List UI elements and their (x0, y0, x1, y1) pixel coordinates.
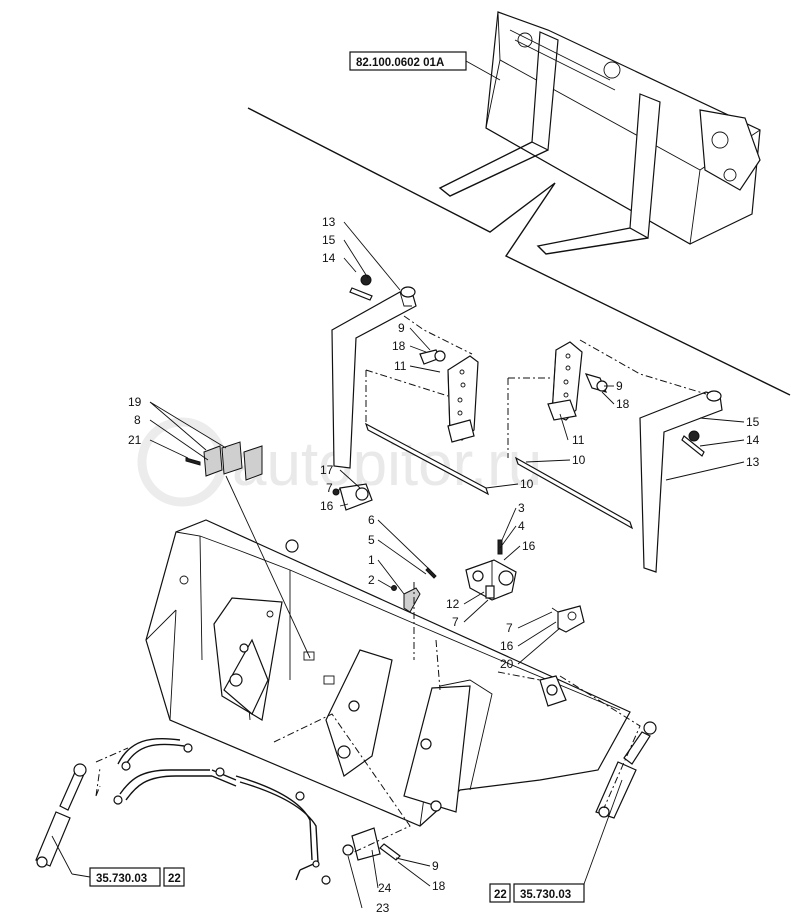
left-reference-text: 35.730.03 (96, 873, 147, 885)
callout-11b: 11 (572, 433, 585, 447)
callout-24: 24 (378, 881, 392, 895)
callout-13b: 13 (746, 455, 760, 469)
wear-pads (185, 441, 263, 481)
latch-right (551, 605, 585, 633)
callout-14a: 14 (322, 251, 336, 265)
callout-21: 21 (128, 433, 142, 447)
right-reference-text: 35.730.03 (520, 889, 571, 901)
callout-15b: 15 (746, 415, 760, 429)
callout-14b: 14 (746, 433, 760, 447)
assembly-line-g (497, 671, 641, 809)
pivot-bracket-left (332, 483, 373, 511)
hydraulic-cylinder-right (595, 721, 657, 819)
callout-6: 6 (368, 513, 375, 527)
right-reference-box: 22 35.730.03 (489, 883, 585, 903)
tine-left (331, 274, 417, 469)
callout-13a: 13 (322, 215, 336, 229)
hydraulic-hoses (113, 737, 331, 885)
callout-7a: 7 (326, 481, 333, 495)
main-bucket (145, 519, 631, 827)
callout-18b: 18 (616, 397, 630, 411)
bracket-left (419, 349, 479, 443)
callout-16a: 16 (320, 499, 334, 513)
callout-23: 23 (376, 901, 390, 915)
separator-line (247, 107, 791, 396)
callout-9a: 9 (398, 321, 405, 335)
callout-10b: 10 (520, 477, 534, 491)
assembly-line-a (403, 315, 473, 355)
assembly-line-b (365, 369, 449, 424)
callout-3: 3 (518, 501, 525, 515)
shim-and-pins (391, 567, 437, 613)
rod-right (514, 456, 634, 530)
callout-2: 2 (368, 573, 375, 587)
assembly-line-f (95, 747, 129, 797)
bracket-right (547, 341, 608, 421)
assembly-line-c (507, 377, 552, 458)
callout-16c: 16 (500, 639, 514, 653)
callout-20: 20 (500, 657, 514, 671)
forks-bucket-illustration (438, 11, 761, 255)
callout-19: 19 (128, 395, 142, 409)
callout-1: 1 (368, 553, 375, 567)
callout-18a: 18 (392, 339, 406, 353)
callout-8: 8 (134, 413, 141, 427)
top-reference-text: 82.100.0602 01A (356, 57, 444, 69)
hydraulic-cylinder-left (35, 763, 87, 868)
tine-right (639, 390, 723, 573)
callout-7b: 7 (452, 615, 459, 629)
top-reference-box: 82.100.0602 01A (349, 51, 467, 71)
rod-left (364, 422, 490, 496)
callout-18c: 18 (432, 879, 446, 893)
callout-16b: 16 (522, 539, 536, 553)
right-reference-number: 22 (494, 889, 507, 901)
callout-15a: 15 (322, 233, 336, 247)
assembly-line-h (413, 582, 441, 691)
left-reference-number: 22 (168, 873, 181, 885)
callout-numbers: 13 15 14 9 18 11 9 18 11 10 10 15 14 13 … (128, 215, 760, 915)
callout-11a: 11 (394, 359, 407, 373)
assembly-line-e (273, 713, 411, 855)
callout-12: 12 (446, 597, 460, 611)
callout-4: 4 (518, 519, 525, 533)
callout-9c: 9 (432, 859, 439, 873)
callout-17: 17 (320, 463, 334, 477)
leader-lines (51, 221, 745, 909)
callout-10a: 10 (572, 453, 586, 467)
bottom-bracket (342, 827, 401, 861)
left-reference-box: 35.730.03 22 (89, 867, 185, 887)
callout-7c: 7 (506, 621, 513, 635)
callout-9b: 9 (616, 379, 623, 393)
latch-center (465, 539, 517, 601)
callout-5: 5 (368, 533, 375, 547)
